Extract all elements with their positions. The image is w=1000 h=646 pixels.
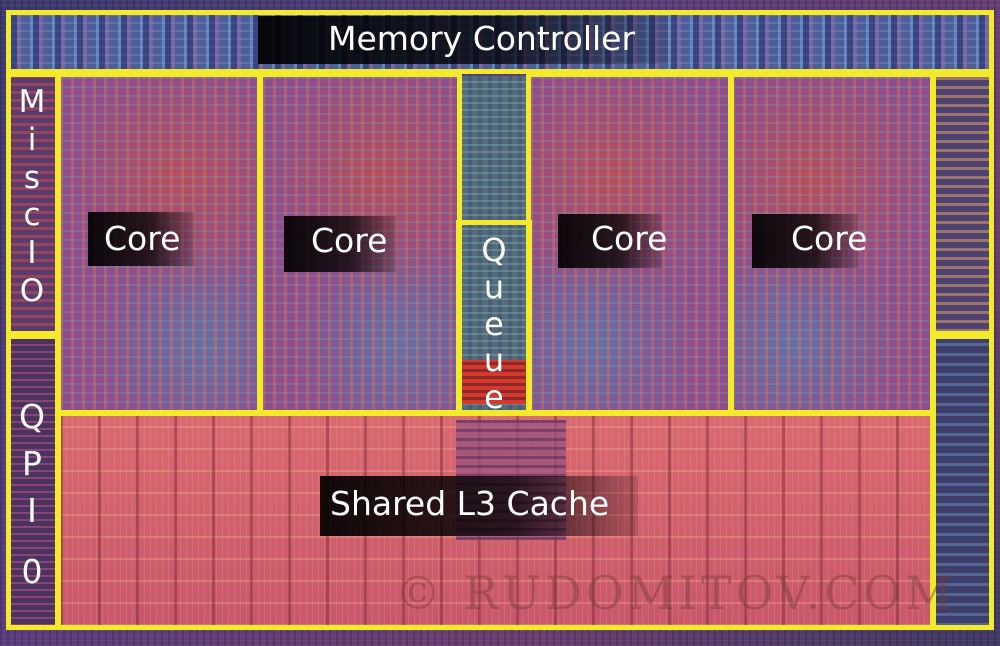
right-strip-lower-texture — [934, 336, 992, 626]
queue-texture — [458, 76, 530, 412]
queue-red-block — [462, 360, 526, 404]
memory-controller-label-bg — [258, 16, 668, 64]
qpi-letter: 0 — [21, 551, 43, 591]
misc-io-label: M i s c I O — [10, 84, 54, 311]
misc-io-letter: M — [18, 84, 46, 120]
shared-l3-cache-label: Shared L3 Cache — [330, 484, 610, 523]
queue-letter: u — [483, 341, 505, 380]
queue-letter: Q — [481, 231, 507, 269]
qpi-letter: P — [22, 443, 42, 483]
qpi-letter: Q — [19, 397, 45, 436]
memory-controller-region — [6, 10, 994, 74]
misc-io-letter: s — [23, 159, 41, 196]
shared-l3-label-bg — [320, 476, 638, 536]
qpi-texture — [8, 338, 58, 626]
core-label-4: Core — [791, 219, 868, 258]
misc-io-texture — [8, 76, 58, 334]
queue-letter: e — [484, 378, 504, 417]
queue-label: Q u e u e — [468, 232, 520, 416]
qpi-letter: I — [27, 490, 37, 530]
misc-io-letter: O — [19, 273, 45, 310]
core-label-bg-1 — [88, 212, 194, 266]
l3-cache-region — [56, 410, 936, 630]
misc-io-letter: c — [23, 197, 41, 234]
memory-controller-label: Memory Controller — [328, 19, 636, 58]
core-label-bg-3 — [558, 214, 662, 268]
qpi-label: Q P I 0 — [10, 394, 54, 595]
queue-letter: e — [484, 304, 504, 343]
right-strip-upper-region — [930, 72, 994, 336]
right-strip-upper-texture — [934, 76, 992, 332]
misc-io-letter: i — [27, 121, 37, 158]
core-label-3: Core — [591, 219, 668, 258]
core-label-1: Core — [104, 219, 181, 258]
misc-io-letter: I — [27, 235, 37, 272]
watermark: © RUDOMITOV.COM — [395, 566, 957, 620]
core-label-bg-2 — [284, 216, 396, 272]
queue-letter: u — [483, 267, 505, 306]
core-label-2: Core — [311, 221, 388, 260]
core-label-bg-4 — [752, 214, 858, 268]
